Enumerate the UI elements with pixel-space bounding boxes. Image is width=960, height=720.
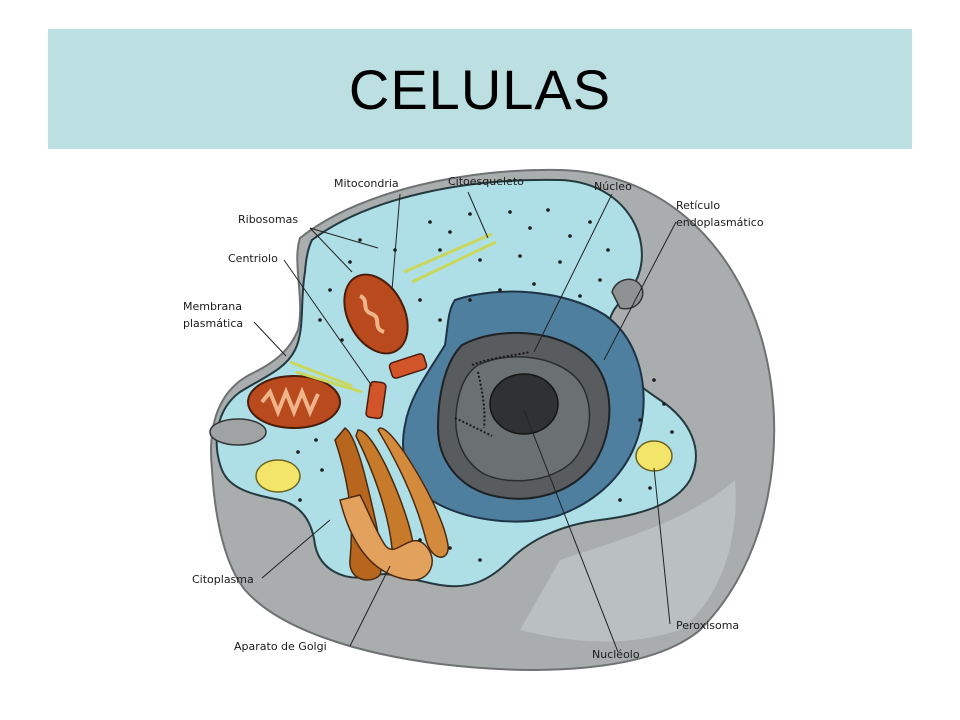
golgi-apparatus bbox=[334, 427, 449, 581]
centriole bbox=[365, 380, 387, 420]
mitochondrion-left bbox=[247, 375, 341, 429]
chromatin bbox=[471, 351, 531, 366]
membrane-highlight bbox=[520, 480, 736, 642]
ribosomes bbox=[296, 208, 674, 562]
label-endoplasmatico: endoplasmático bbox=[676, 216, 764, 229]
peroxisome bbox=[255, 459, 301, 493]
peroxisome bbox=[635, 440, 673, 472]
cytoskeleton bbox=[289, 232, 497, 394]
label-plasmatica: plasmática bbox=[183, 317, 243, 330]
label-citoplasma: Citoplasma bbox=[192, 573, 254, 586]
nucleolus bbox=[489, 373, 559, 435]
title-band: CELULAS bbox=[48, 29, 912, 149]
label-citoesqueleto: Citoesqueleto bbox=[448, 175, 524, 188]
slide-title: CELULAS bbox=[348, 57, 612, 121]
label-golgi: Aparato de Golgi bbox=[234, 640, 327, 653]
label-reticulo: Retículo bbox=[676, 199, 720, 212]
label-nucleo: Núcleo bbox=[594, 180, 632, 193]
mitochondrion-top bbox=[343, 273, 409, 355]
chromatin bbox=[477, 371, 486, 429]
label-ribosomas: Ribosomas bbox=[238, 213, 298, 226]
chromatin bbox=[454, 417, 493, 437]
label-membrana: Membrana bbox=[183, 300, 242, 313]
vesicle bbox=[209, 418, 267, 446]
leader-lines bbox=[253, 191, 677, 653]
label-nucleolo: Nucléolo bbox=[592, 648, 640, 661]
centriole bbox=[388, 353, 428, 379]
label-mitocondria: Mitocondria bbox=[334, 177, 399, 190]
label-peroxisoma: Peroxisoma bbox=[676, 619, 739, 632]
label-centriolo: Centriolo bbox=[228, 252, 278, 265]
